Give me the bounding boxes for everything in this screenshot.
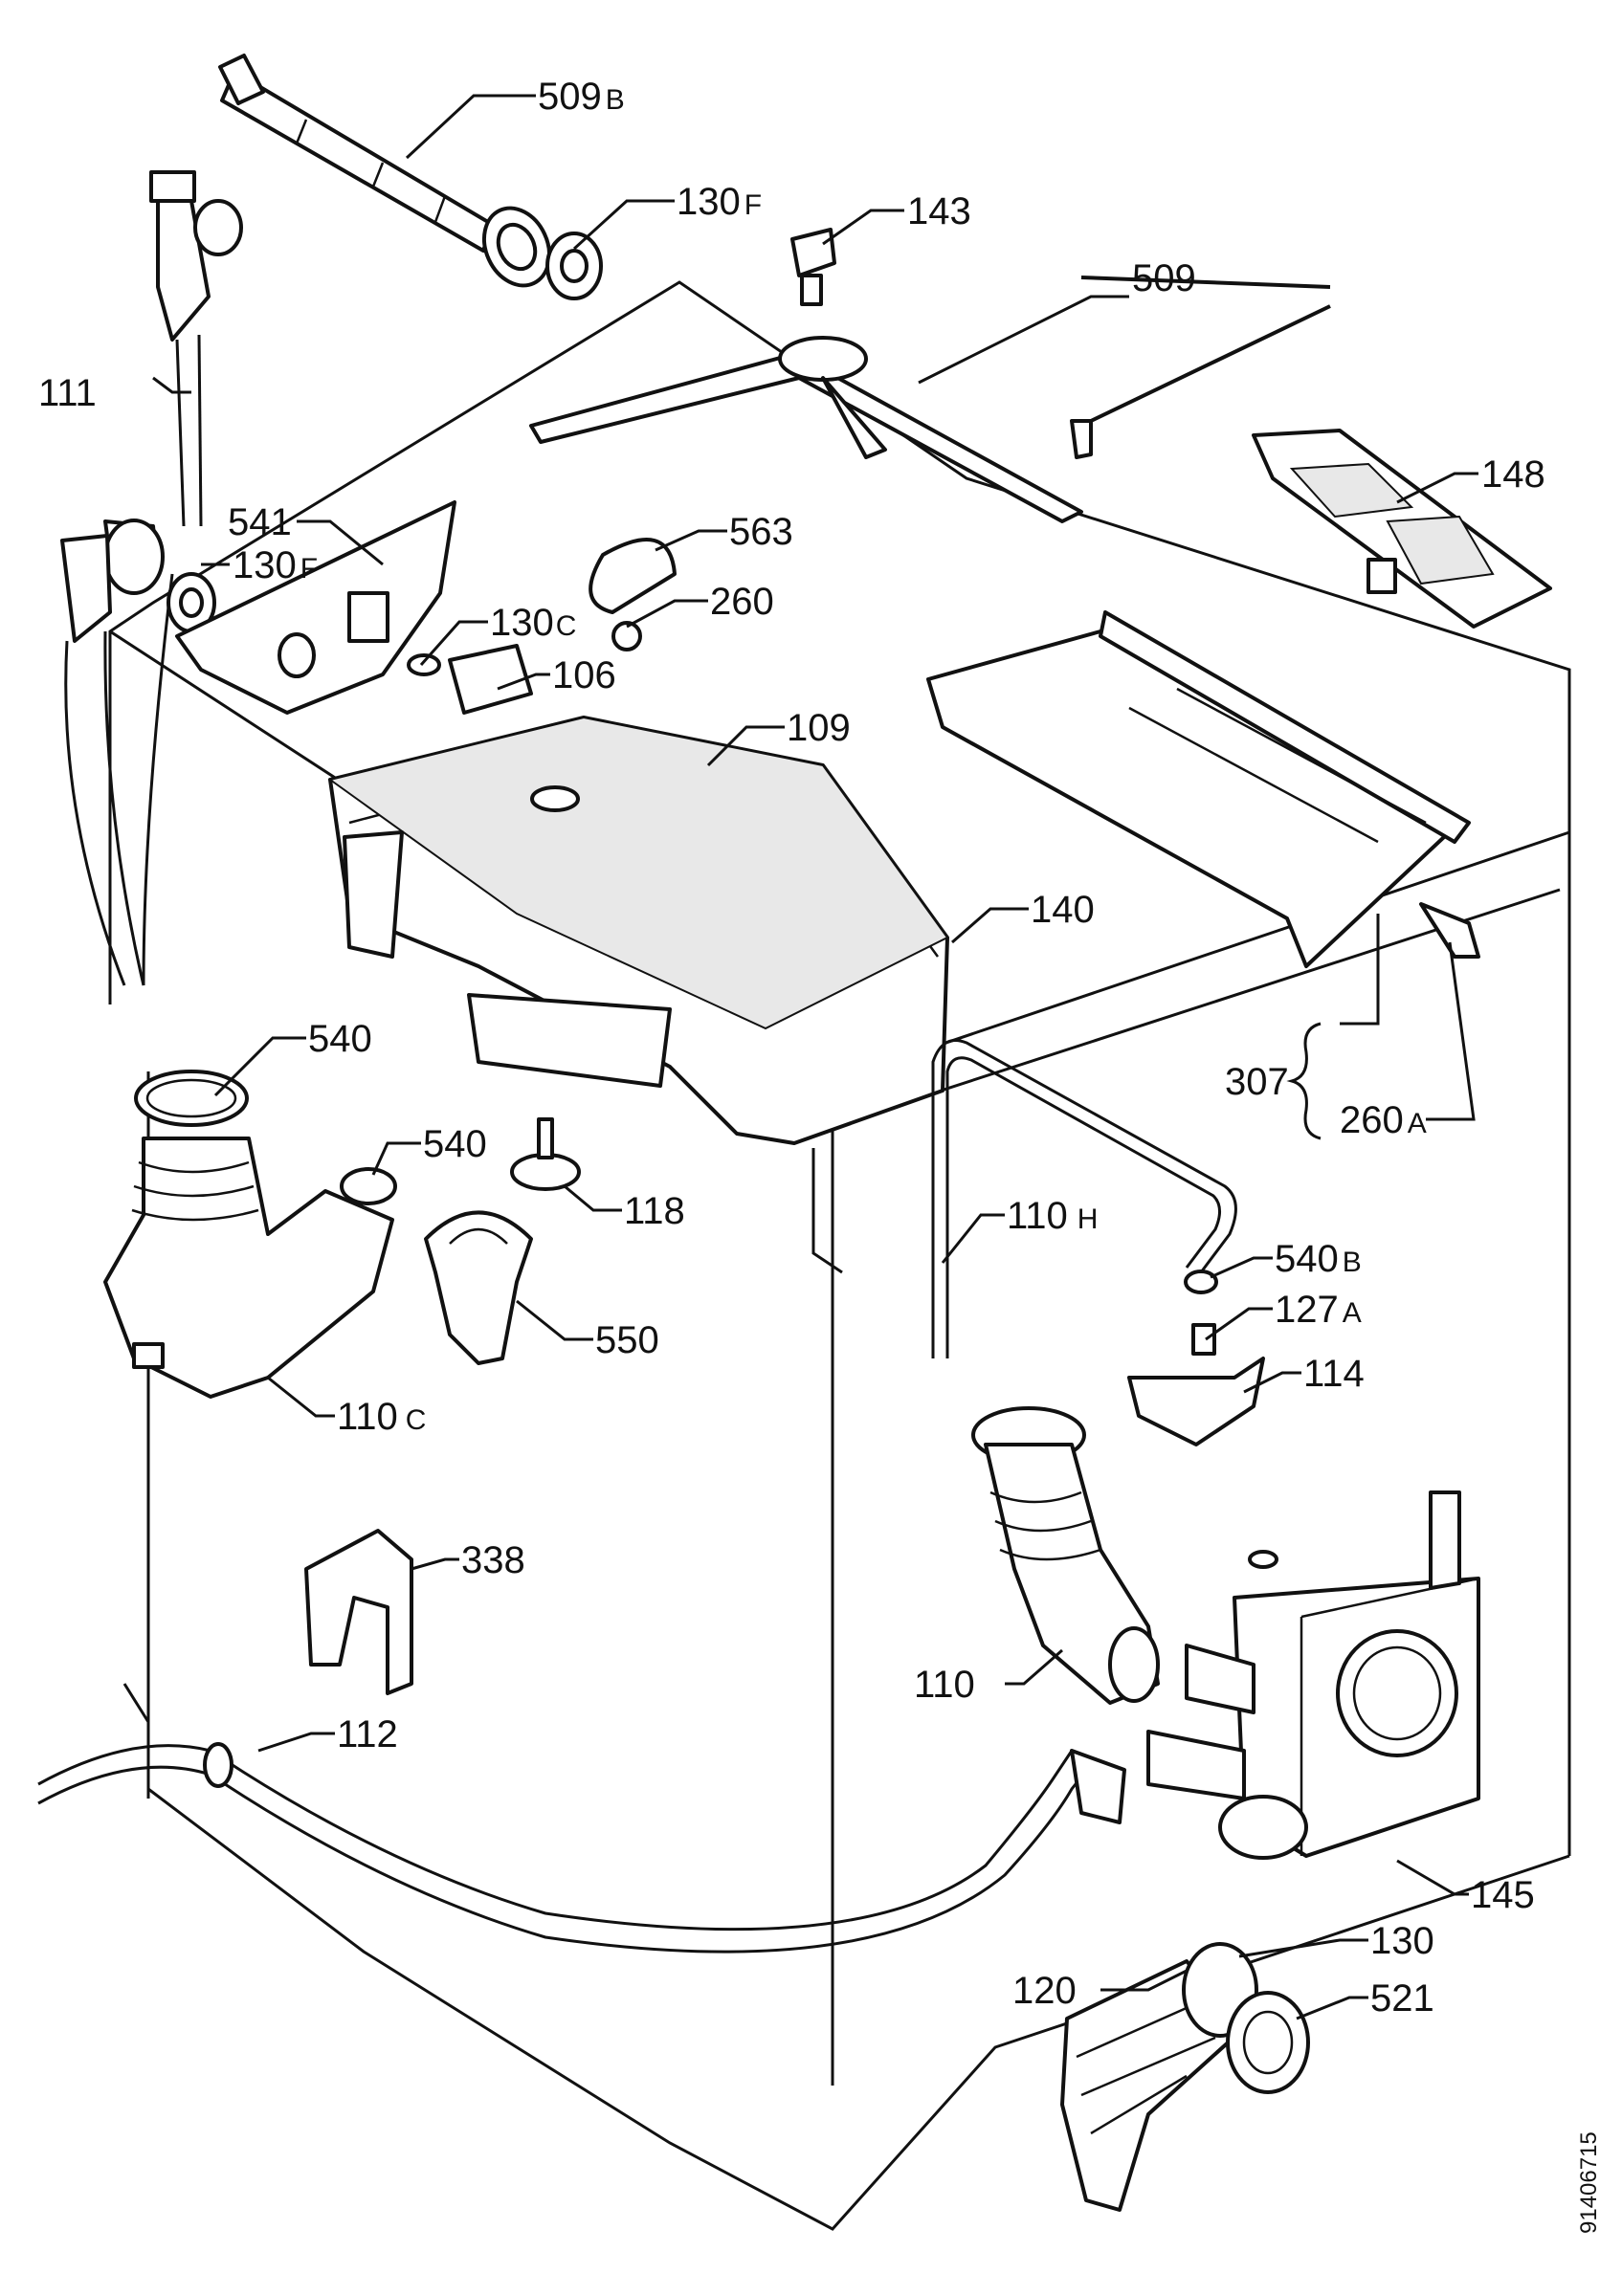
clip-260a bbox=[1419, 902, 1480, 959]
drain-hose-112 bbox=[37, 1742, 1126, 1954]
clamp-540-a bbox=[134, 1070, 249, 1127]
label-540-a: 540 bbox=[308, 1018, 372, 1060]
label-143: 143 bbox=[907, 190, 971, 232]
pressure-switch-114 bbox=[1127, 1357, 1265, 1446]
label-509: 509 bbox=[1132, 257, 1196, 299]
label-109: 109 bbox=[787, 707, 851, 749]
bracket-541 bbox=[175, 500, 456, 715]
distributor-509 bbox=[529, 276, 1331, 523]
clamp-540-b bbox=[340, 1167, 397, 1205]
label-114: 114 bbox=[1303, 1353, 1365, 1395]
label-541: 541 bbox=[228, 501, 292, 543]
label-112: 112 bbox=[337, 1713, 398, 1755]
dispenser-housing-109 bbox=[327, 716, 949, 1145]
label-540-b: 540 bbox=[423, 1123, 487, 1165]
dispenser-cover-148 bbox=[1252, 429, 1552, 629]
label-550: 550 bbox=[595, 1319, 659, 1361]
bellows-110 bbox=[971, 1406, 1160, 1705]
label-145: 145 bbox=[1471, 1874, 1535, 1916]
fill-hose-elbow bbox=[60, 519, 174, 986]
label-563: 563 bbox=[729, 511, 793, 553]
label-130: 130 bbox=[1370, 1920, 1434, 1962]
cap-521 bbox=[1226, 1991, 1310, 2094]
label-260: 260 bbox=[710, 581, 774, 623]
drawing-code: 91406715 bbox=[1576, 2131, 1602, 2234]
knob-143 bbox=[790, 228, 836, 306]
clip-550 bbox=[424, 1210, 533, 1365]
clip-338 bbox=[304, 1529, 413, 1695]
clamp-540b bbox=[1184, 1269, 1218, 1294]
inlet-valve-111 bbox=[149, 170, 243, 527]
lever-563 bbox=[589, 538, 677, 614]
leader-lines bbox=[152, 94, 1478, 2020]
detergent-drawer-307 bbox=[926, 610, 1471, 968]
label-120: 120 bbox=[1012, 1970, 1077, 2012]
connector-127a bbox=[1191, 1323, 1216, 1356]
inlet-pipe-509b bbox=[218, 54, 552, 288]
label-110: 110 bbox=[914, 1664, 975, 1706]
gear-118 bbox=[510, 1117, 581, 1191]
drain-pump-145 bbox=[1146, 1490, 1480, 1860]
spring-130c bbox=[407, 653, 441, 676]
label-111: 111 bbox=[38, 372, 97, 414]
spring-260 bbox=[611, 621, 642, 651]
label-140: 140 bbox=[1031, 889, 1095, 931]
nut-130f-top bbox=[545, 232, 603, 300]
label-521: 521 bbox=[1370, 1977, 1434, 2020]
label-106: 106 bbox=[552, 654, 616, 696]
label-148: 148 bbox=[1481, 453, 1545, 496]
label-338: 338 bbox=[461, 1539, 525, 1581]
label-130c: 130C bbox=[490, 602, 576, 644]
microswitch-106 bbox=[448, 644, 533, 715]
hose-110c bbox=[103, 1137, 394, 1399]
label-307: 307 bbox=[1225, 1061, 1289, 1103]
tube-110h bbox=[931, 1039, 1237, 1358]
label-118: 118 bbox=[624, 1190, 685, 1232]
